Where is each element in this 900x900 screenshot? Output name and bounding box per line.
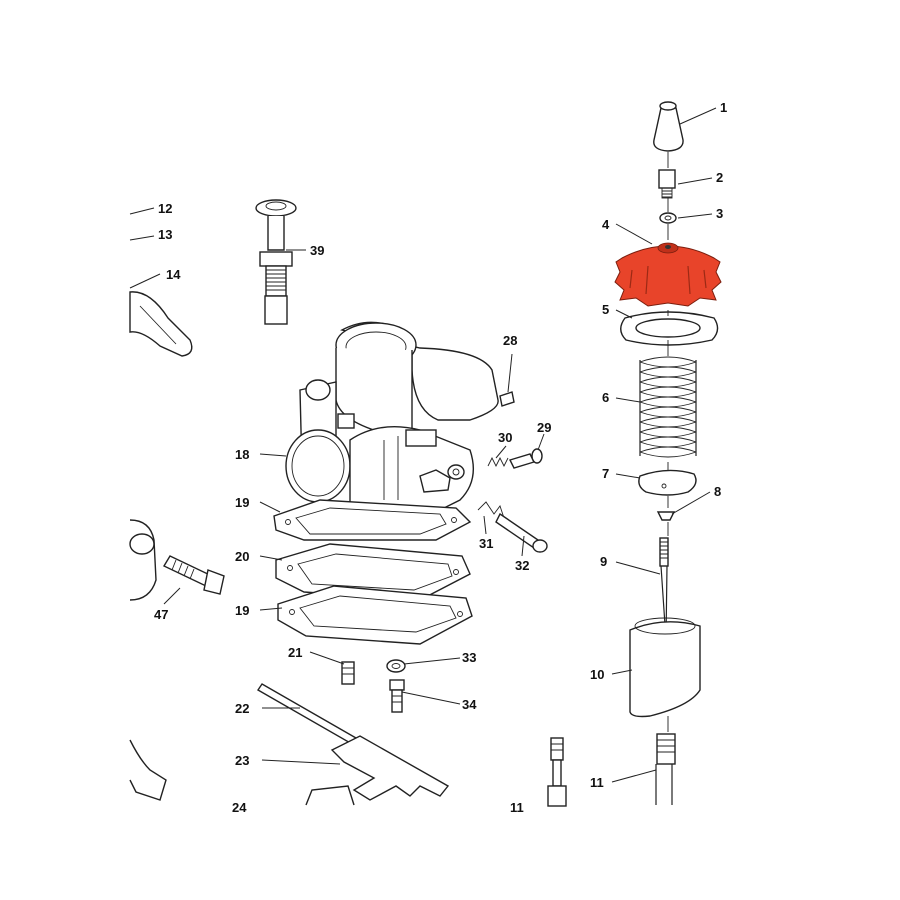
part-39-plunger bbox=[255, 199, 297, 325]
callout-24: 24 bbox=[232, 800, 247, 815]
part-1-cap-boot bbox=[653, 101, 684, 152]
callout-14: 14 bbox=[166, 267, 181, 282]
callout-22: 22 bbox=[235, 701, 249, 716]
callout-30: 30 bbox=[498, 430, 512, 445]
leader-lines bbox=[129, 107, 717, 783]
part-3-washer bbox=[659, 212, 677, 224]
callout-34: 34 bbox=[462, 697, 477, 712]
callout-20: 20 bbox=[235, 549, 249, 564]
callout-23: 23 bbox=[235, 753, 249, 768]
callout-13: 13 bbox=[158, 227, 172, 242]
callout-28: 28 bbox=[503, 333, 517, 348]
gasket-19-lower bbox=[277, 585, 473, 645]
callout-5: 5 bbox=[602, 302, 609, 317]
callout-3: 3 bbox=[716, 206, 723, 221]
callout-10: 10 bbox=[590, 667, 604, 682]
callout-4: 4 bbox=[602, 217, 610, 232]
gasket-19-upper bbox=[273, 499, 472, 541]
part-10-throttle-slide bbox=[629, 617, 701, 718]
part-24-partial bbox=[305, 785, 355, 806]
part-29-screw bbox=[509, 448, 543, 469]
callout-11-lower: 11 bbox=[510, 800, 524, 815]
callout-39: 39 bbox=[310, 243, 324, 258]
callout-12: 12 bbox=[158, 201, 172, 216]
part-21-jet bbox=[341, 661, 355, 685]
gasket-20 bbox=[275, 543, 471, 601]
part-5-gasket-ring bbox=[620, 311, 719, 346]
part-7-retainer-plate bbox=[638, 469, 697, 496]
part-32-screw bbox=[495, 512, 548, 553]
part-11-stud-lower bbox=[547, 737, 567, 807]
callout-32: 32 bbox=[515, 558, 529, 573]
left-partial-clamp bbox=[129, 519, 157, 601]
callout-11: 11 bbox=[590, 775, 604, 790]
callout-7: 7 bbox=[602, 466, 609, 481]
callout-31: 31 bbox=[479, 536, 493, 551]
part-22-rod bbox=[257, 683, 357, 745]
part-34-main-jet bbox=[389, 679, 405, 713]
part-23-bracket bbox=[330, 735, 450, 801]
part-30-spring bbox=[487, 456, 509, 468]
callout-8: 8 bbox=[714, 484, 721, 499]
part-2-adjuster bbox=[658, 169, 676, 199]
callout-21: 21 bbox=[288, 645, 302, 660]
carburetor-body bbox=[285, 321, 499, 525]
callout-33: 33 bbox=[462, 650, 476, 665]
part-28-screw bbox=[499, 391, 515, 407]
callout-19-upper: 19 bbox=[235, 495, 249, 510]
callout-18: 18 bbox=[235, 447, 249, 462]
left-partial-bracket bbox=[129, 739, 167, 801]
callout-1: 1 bbox=[720, 100, 727, 115]
part-33-washer bbox=[386, 659, 406, 673]
callout-6: 6 bbox=[602, 390, 609, 405]
callout-9: 9 bbox=[600, 554, 607, 569]
callout-29: 29 bbox=[537, 420, 551, 435]
callout-47: 47 bbox=[154, 607, 168, 622]
part-8-clip bbox=[656, 511, 676, 521]
callout-2: 2 bbox=[716, 170, 723, 185]
part-14-lever-partial bbox=[129, 291, 193, 357]
part-6-spring bbox=[639, 356, 697, 458]
part-11-cable-end bbox=[655, 733, 676, 805]
callout-19-lower: 19 bbox=[235, 603, 249, 618]
part-4-top-cap-highlighted bbox=[614, 242, 722, 307]
part-47-bolt bbox=[163, 555, 225, 595]
